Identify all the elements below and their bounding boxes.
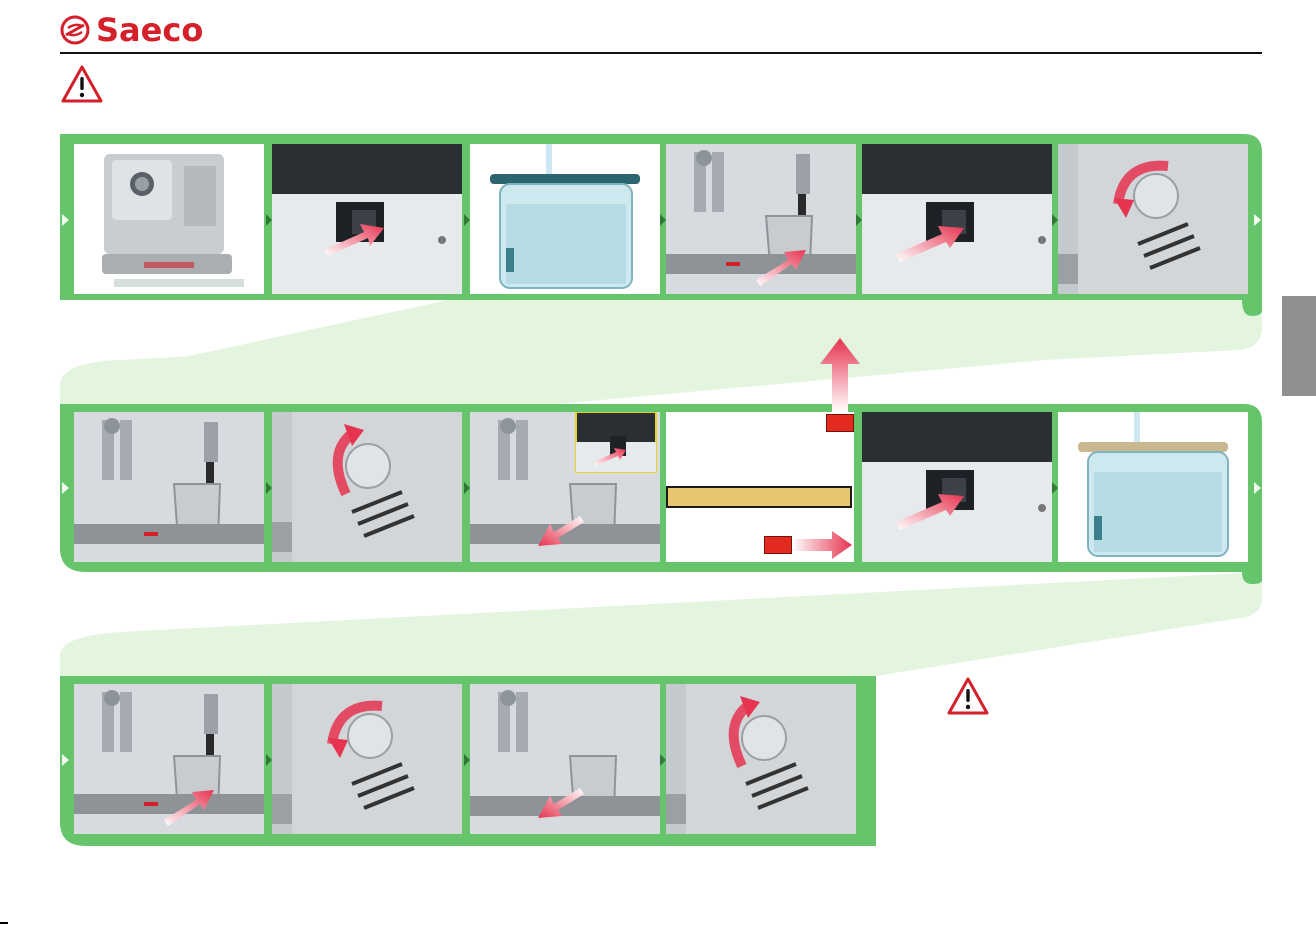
marker-square-top <box>826 414 854 432</box>
step-cup-removed-switch-off <box>470 412 660 562</box>
step-machine-overview <box>74 144 264 294</box>
step-cup-under-steam-wand-2 <box>74 684 264 834</box>
step-steam-knob-open-2 <box>272 684 462 834</box>
step-steam-dispensing <box>74 412 264 562</box>
step-cup-removed <box>470 684 660 834</box>
step-steam-knob-close <box>272 412 462 562</box>
step-water-tank-filled <box>470 144 660 294</box>
step-water-tank-filled-2 <box>1058 412 1248 562</box>
step-power-switch-on <box>272 144 462 294</box>
marker-square-bottom <box>764 536 792 554</box>
notice-bar <box>666 486 852 508</box>
warning-triangle-icon-2 <box>946 676 990 716</box>
step-steam-knob-open <box>1058 144 1248 294</box>
right-arrow <box>792 530 854 560</box>
step-power-switch-on-2 <box>862 144 1052 294</box>
step-steam-knob-close-2 <box>666 684 856 834</box>
step-power-switch-on-3 <box>862 412 1052 562</box>
page-corner-mark <box>0 922 8 924</box>
step-cup-under-steam-wand <box>666 144 856 294</box>
